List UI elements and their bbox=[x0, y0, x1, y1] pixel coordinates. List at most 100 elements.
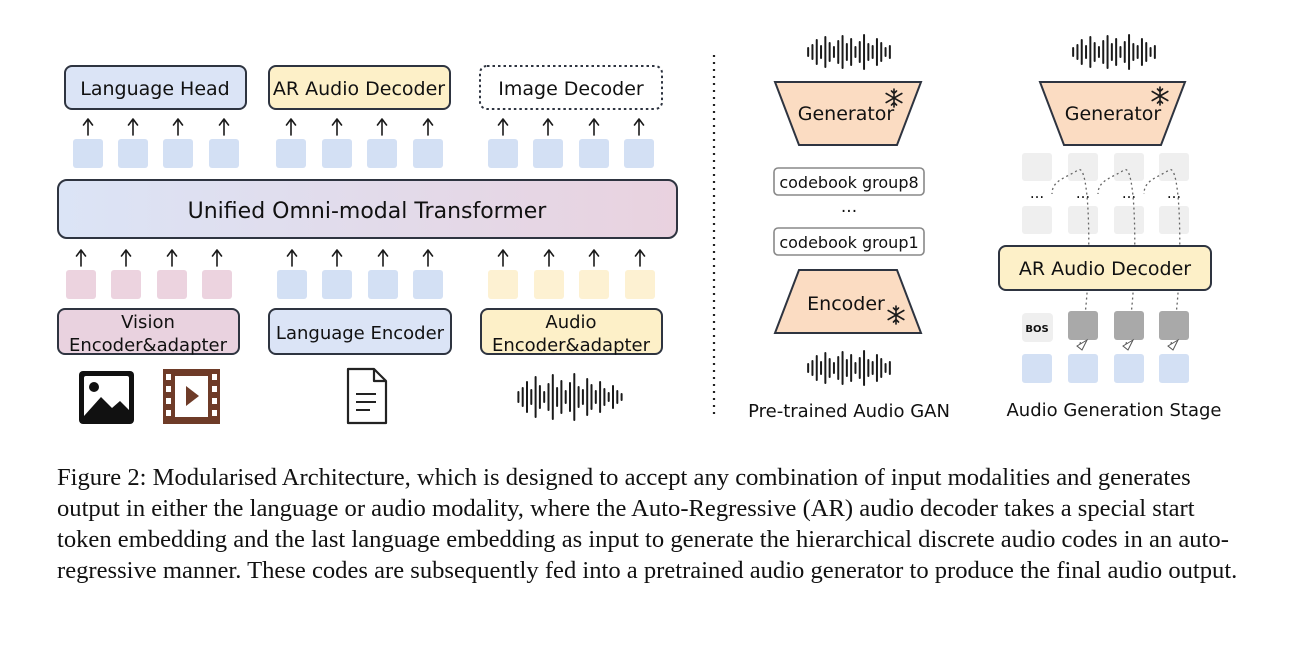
input-token bbox=[488, 270, 518, 299]
cursor-icon bbox=[1167, 338, 1180, 351]
up-arrow bbox=[331, 118, 343, 136]
audio-code-token bbox=[1114, 311, 1144, 340]
up-arrow bbox=[588, 118, 600, 136]
code-ellipsis: ... bbox=[1167, 184, 1181, 202]
transformer-label: Unified Omni-modal Transformer bbox=[188, 199, 548, 224]
audio-encoder-label-line2: Encoder&adapter bbox=[492, 335, 651, 356]
up-arrow bbox=[75, 249, 87, 267]
up-arrow bbox=[377, 249, 389, 267]
stage-generator-label: Generator bbox=[1065, 103, 1162, 125]
codebook-group8-box bbox=[773, 167, 925, 196]
up-arrow bbox=[120, 249, 132, 267]
figure-caption: Figure 2: Modularised Architecture, whic… bbox=[57, 464, 1238, 584]
feedback-path bbox=[1143, 169, 1181, 345]
output-token bbox=[163, 139, 193, 168]
input-arrows bbox=[75, 249, 646, 267]
waveform-icon bbox=[517, 373, 623, 421]
ar-audio-decoder-head-label: AR Audio Decoder bbox=[273, 78, 445, 100]
audio-code-token bbox=[1068, 311, 1098, 340]
embedding-token bbox=[1068, 354, 1098, 383]
up-arrow bbox=[286, 249, 298, 267]
input-token bbox=[277, 270, 307, 299]
up-arrow bbox=[82, 118, 94, 136]
input-token bbox=[157, 270, 187, 299]
code-cell bbox=[1022, 206, 1052, 234]
code-cell bbox=[1068, 206, 1098, 234]
up-arrow bbox=[543, 249, 555, 267]
code-cell bbox=[1159, 153, 1189, 181]
gan-encoder-label: Encoder bbox=[807, 293, 885, 315]
bos-label: BOS bbox=[1025, 324, 1048, 335]
stage-ar-decoder-label: AR Audio Decoder bbox=[1019, 258, 1191, 280]
up-arrow bbox=[634, 249, 646, 267]
document-icon bbox=[346, 367, 388, 425]
output-arrows bbox=[82, 118, 645, 136]
vision-encoder-box bbox=[57, 308, 240, 355]
up-arrow bbox=[376, 118, 388, 136]
code-ellipsis: ... bbox=[1030, 184, 1044, 202]
code-ellipsis: ... bbox=[1076, 184, 1090, 202]
input-token bbox=[111, 270, 141, 299]
gan-generator-label: Generator bbox=[798, 103, 895, 125]
language-head-label: Language Head bbox=[80, 78, 230, 100]
vision-encoder-label-line1: Vision bbox=[121, 312, 175, 333]
audio-encoder-label-line1: Audio bbox=[545, 312, 596, 333]
embedding-token bbox=[1114, 354, 1144, 383]
up-arrow bbox=[633, 118, 645, 136]
ar-audio-decoder-head-box bbox=[268, 65, 451, 110]
up-arrow bbox=[542, 118, 554, 136]
up-arrow bbox=[422, 249, 434, 267]
codebook-group1-box bbox=[773, 227, 925, 256]
output-token bbox=[367, 139, 397, 168]
input-token bbox=[368, 270, 398, 299]
code-cell bbox=[1068, 153, 1098, 181]
up-arrow bbox=[285, 118, 297, 136]
code-grid: ............ bbox=[1022, 153, 1189, 345]
stage-tokens: BOS bbox=[1022, 311, 1189, 383]
input-token bbox=[534, 270, 564, 299]
input-token bbox=[322, 270, 352, 299]
output-token bbox=[322, 139, 352, 168]
output-token bbox=[73, 139, 103, 168]
waveform-icon bbox=[807, 34, 891, 70]
stage-title: Audio Generation Stage bbox=[1006, 400, 1221, 421]
stage-ar-decoder-box bbox=[998, 245, 1212, 291]
stage-generator-shape bbox=[1038, 81, 1187, 146]
feedback-path bbox=[1097, 169, 1136, 345]
gan-title: Pre-trained Audio GAN bbox=[748, 401, 950, 422]
up-arrow bbox=[166, 249, 178, 267]
video-icon bbox=[163, 369, 220, 424]
input-token bbox=[579, 270, 609, 299]
up-arrow bbox=[172, 118, 184, 136]
embedding-token bbox=[1022, 354, 1052, 383]
output-token bbox=[579, 139, 609, 168]
architecture-diagram: Language Head AR Audio Decoder Image Dec… bbox=[57, 34, 1222, 425]
up-arrow bbox=[127, 118, 139, 136]
code-cell bbox=[1022, 153, 1052, 181]
waveform-icon bbox=[1072, 34, 1156, 70]
code-ellipsis: ... bbox=[1122, 184, 1136, 202]
code-cell bbox=[1159, 206, 1189, 234]
cursor-icon bbox=[1076, 338, 1089, 351]
cursor-icon bbox=[1122, 338, 1135, 351]
image-decoder-head-label: Image Decoder bbox=[498, 78, 644, 100]
up-arrow bbox=[218, 118, 230, 136]
code-cell bbox=[1114, 153, 1144, 181]
output-tokens bbox=[73, 139, 654, 168]
up-arrow bbox=[497, 249, 509, 267]
language-head-box bbox=[64, 65, 247, 110]
code-cell bbox=[1114, 206, 1144, 234]
input-token bbox=[66, 270, 96, 299]
audio-code-token bbox=[1159, 311, 1189, 340]
gan-generator-shape bbox=[773, 81, 923, 146]
up-arrow bbox=[331, 249, 343, 267]
audio-encoder-box bbox=[480, 308, 663, 355]
input-token bbox=[413, 270, 443, 299]
output-token bbox=[533, 139, 563, 168]
output-token bbox=[488, 139, 518, 168]
embedding-token bbox=[1159, 354, 1189, 383]
codebook-group8-label: codebook group8 bbox=[779, 173, 918, 192]
codebook-ellipsis: ... bbox=[841, 197, 857, 217]
up-arrow bbox=[211, 249, 223, 267]
output-token bbox=[624, 139, 654, 168]
